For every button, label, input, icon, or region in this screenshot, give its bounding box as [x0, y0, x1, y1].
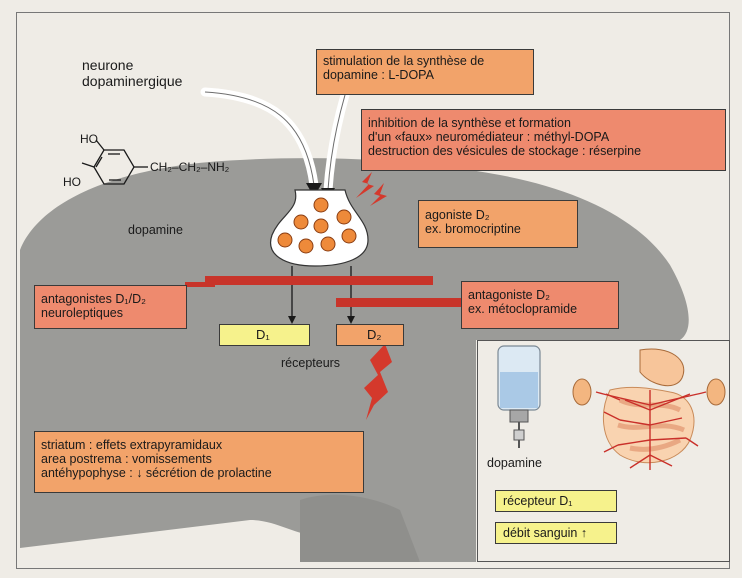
receptors-caption: récepteurs	[281, 356, 341, 370]
dopamine-structure	[81, 139, 148, 185]
stimulation-box: stimulation de la synthèse de dopamine :…	[316, 49, 534, 95]
blood-vessels	[595, 390, 707, 470]
neuron-label-line2: dopaminergique	[82, 73, 183, 89]
iv-bottle	[497, 345, 541, 448]
antagonists-d1d2-line2: neuroleptiques	[41, 306, 124, 320]
stimulation-line2: dopamine : L-DOPA	[323, 68, 434, 82]
ethylamine-chain: CH₂–CH₂–NH₂	[150, 160, 230, 174]
molecule-name: dopamine	[128, 223, 183, 237]
neuron-label: neurone dopaminergique	[82, 57, 182, 89]
brain-stem	[300, 494, 420, 562]
hydroxyl-top: HO	[80, 132, 98, 146]
agonist-line2: ex. bromocriptine	[425, 222, 521, 236]
effects-line1: striatum : effets extrapyramidaux	[41, 438, 223, 452]
inhibition-bolt-2	[370, 183, 387, 206]
antagonists-d1d2-line1: antagonistes D₁/D₂	[41, 292, 146, 306]
antagonists-d1d2-box: antagonistes D₁/D₂ neuroleptiques	[34, 285, 187, 329]
inhibition-box: inhibition de la synthèse et formation d…	[361, 109, 726, 171]
effects-line3: antéhypophyse : ↓ sécrétion de prolactin…	[41, 466, 272, 480]
inhibition-bolt-1	[356, 172, 374, 198]
antagonist-bar-top	[205, 276, 433, 285]
antagonist-d2-line2: ex. métoclopramide	[468, 302, 578, 316]
inhibition-line1: inhibition de la synthèse et formation	[368, 116, 571, 130]
effects-line2: area postrema : vomissements	[41, 452, 212, 466]
antagonist-bar-bottom	[336, 298, 461, 307]
hydroxyl-bottom: HO	[63, 175, 81, 189]
agonist-box: agoniste D₂ ex. bromocriptine	[418, 200, 578, 248]
inhibition-line3: destruction des vésicules de stockage : …	[368, 144, 642, 158]
neuron-label-line1: neurone	[82, 57, 134, 73]
inset-receptor-box: récepteur D₁	[495, 490, 617, 512]
stimulation-line1: stimulation de la synthèse de	[323, 54, 485, 68]
figure-frame	[16, 12, 730, 569]
vesicles	[277, 197, 357, 254]
agonist-line1: agoniste D₂	[425, 208, 490, 222]
antagonist-d2-line1: antagoniste D₂	[468, 288, 550, 302]
peripheral-effects-inset	[477, 340, 730, 562]
clinical-effects-box: striatum : effets extrapyramidaux area p…	[34, 431, 364, 493]
inset-blood-flow-box: débit sanguin ↑	[495, 522, 617, 544]
antagonist-d2-box: antagoniste D₂ ex. métoclopramide	[461, 281, 619, 329]
receptor-d1: D₁	[219, 324, 310, 346]
receptor-d2: D₂	[336, 324, 404, 346]
inset-drug-label: dopamine	[487, 456, 542, 470]
inhibition-line2: d'un «faux» neuromédiateur : méthyl-DOPA	[368, 130, 610, 144]
effect-bolt	[364, 344, 392, 420]
antagonist-bar-left	[185, 282, 215, 287]
